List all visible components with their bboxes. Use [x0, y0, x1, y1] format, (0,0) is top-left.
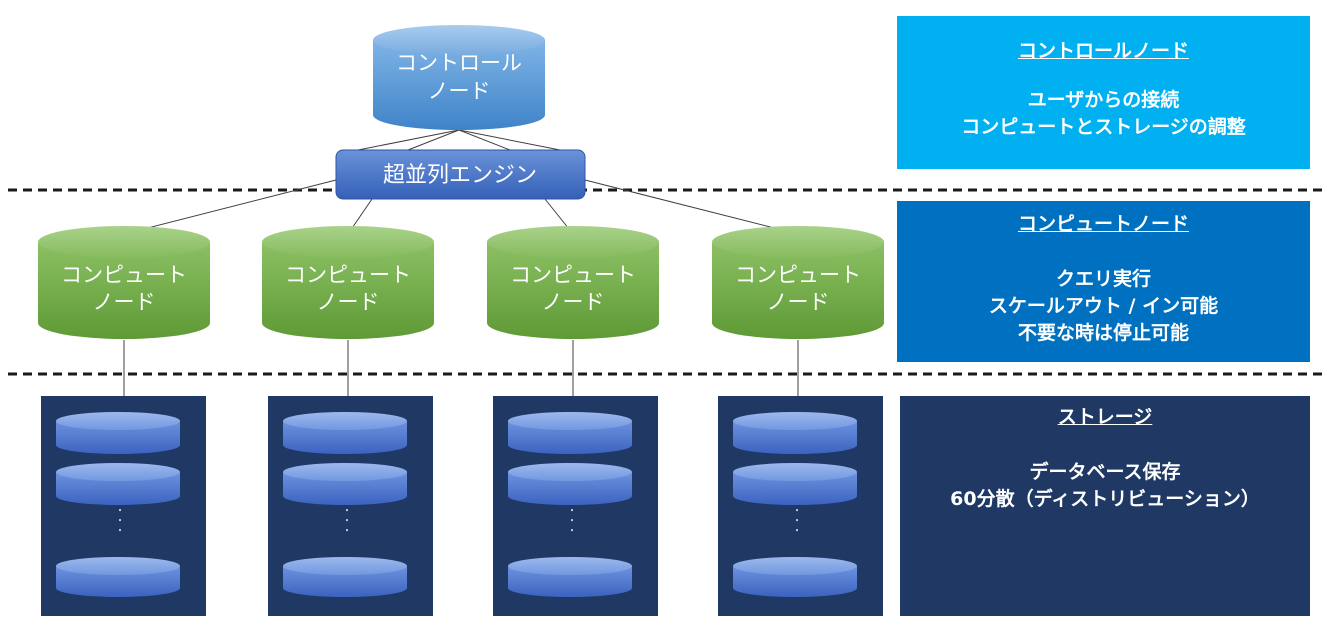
storage-disk: [56, 412, 180, 454]
storage-disk: [283, 463, 407, 505]
storage-disk: [283, 557, 407, 597]
compute-node-panel: コンピュートノード クエリ実行 スケールアウト / イン可能 不要な時は停止可能: [897, 201, 1310, 362]
storage-panel-line: データベース保存: [1029, 461, 1181, 483]
compute-node-label-line2: ノード: [542, 290, 605, 314]
compute-node-label-line1: コンピュート: [285, 263, 411, 287]
compute-node-label-line2: ノード: [317, 290, 380, 314]
compute-panel-line: 不要な時は停止可能: [1017, 322, 1189, 344]
compute-node-label-line1: コンピュート: [735, 263, 861, 287]
control-panel-line: コンピュートとストレージの調整: [961, 116, 1246, 138]
storage-disk: [733, 557, 857, 597]
compute-node-3: コンピュート ノード: [487, 226, 659, 339]
compute-panel-title: コンピュートノード: [1017, 213, 1189, 235]
compute-panel-line: クエリ実行: [1055, 268, 1151, 290]
storage-ellipsis: ・・・: [790, 505, 801, 535]
storage-column-3: ・・・: [493, 396, 658, 616]
storage-disk: [508, 557, 632, 597]
control-node: コントロール ノード: [373, 25, 545, 130]
storage-column-1: ・・・: [41, 396, 206, 616]
compute-node-label-line1: コンピュート: [61, 263, 187, 287]
control-to-engine-connectors: [357, 129, 561, 151]
storage-disk: [733, 463, 857, 505]
compute-node-2: コンピュート ノード: [262, 226, 434, 339]
control-node-panel: コントロールノード ユーザからの接続 コンピュートとストレージの調整: [897, 16, 1310, 169]
compute-to-storage-connectors: [123, 340, 799, 396]
storage-disk: [283, 412, 407, 454]
storage-panel-line: 60分散（ディストリビューション）: [950, 488, 1260, 510]
control-node-label-line1: コントロール: [396, 51, 522, 75]
storage-disk: [56, 463, 180, 505]
control-panel-line: ユーザからの接続: [1027, 89, 1180, 111]
engine-label: 超並列エンジン: [383, 163, 537, 188]
storage-ellipsis: ・・・: [340, 505, 351, 535]
storage-ellipsis: ・・・: [565, 505, 576, 535]
compute-panel-line: スケールアウト / イン可能: [988, 295, 1219, 317]
mpp-engine: 超並列エンジン: [335, 149, 586, 200]
storage-panel-title: ストレージ: [1057, 406, 1153, 428]
compute-node-label-line1: コンピュート: [510, 263, 636, 287]
storage-disk: [733, 412, 857, 454]
compute-node-1: コンピュート ノード: [38, 226, 210, 339]
storage-column-4: ・・・: [718, 396, 883, 616]
storage-disk: [508, 412, 632, 454]
compute-node-4: コンピュート ノード: [712, 226, 884, 339]
storage-disk: [508, 463, 632, 505]
storage-disk: [56, 557, 180, 597]
storage-column-2: ・・・: [268, 396, 433, 616]
compute-node-label-line2: ノード: [767, 290, 830, 314]
storage-ellipsis: ・・・: [113, 505, 124, 535]
control-panel-title: コントロールノード: [1017, 40, 1189, 62]
control-node-label-line2: ノード: [428, 79, 491, 103]
compute-node-label-line2: ノード: [93, 290, 156, 314]
storage-panel: ストレージ データベース保存 60分散（ディストリビューション）: [900, 396, 1310, 616]
